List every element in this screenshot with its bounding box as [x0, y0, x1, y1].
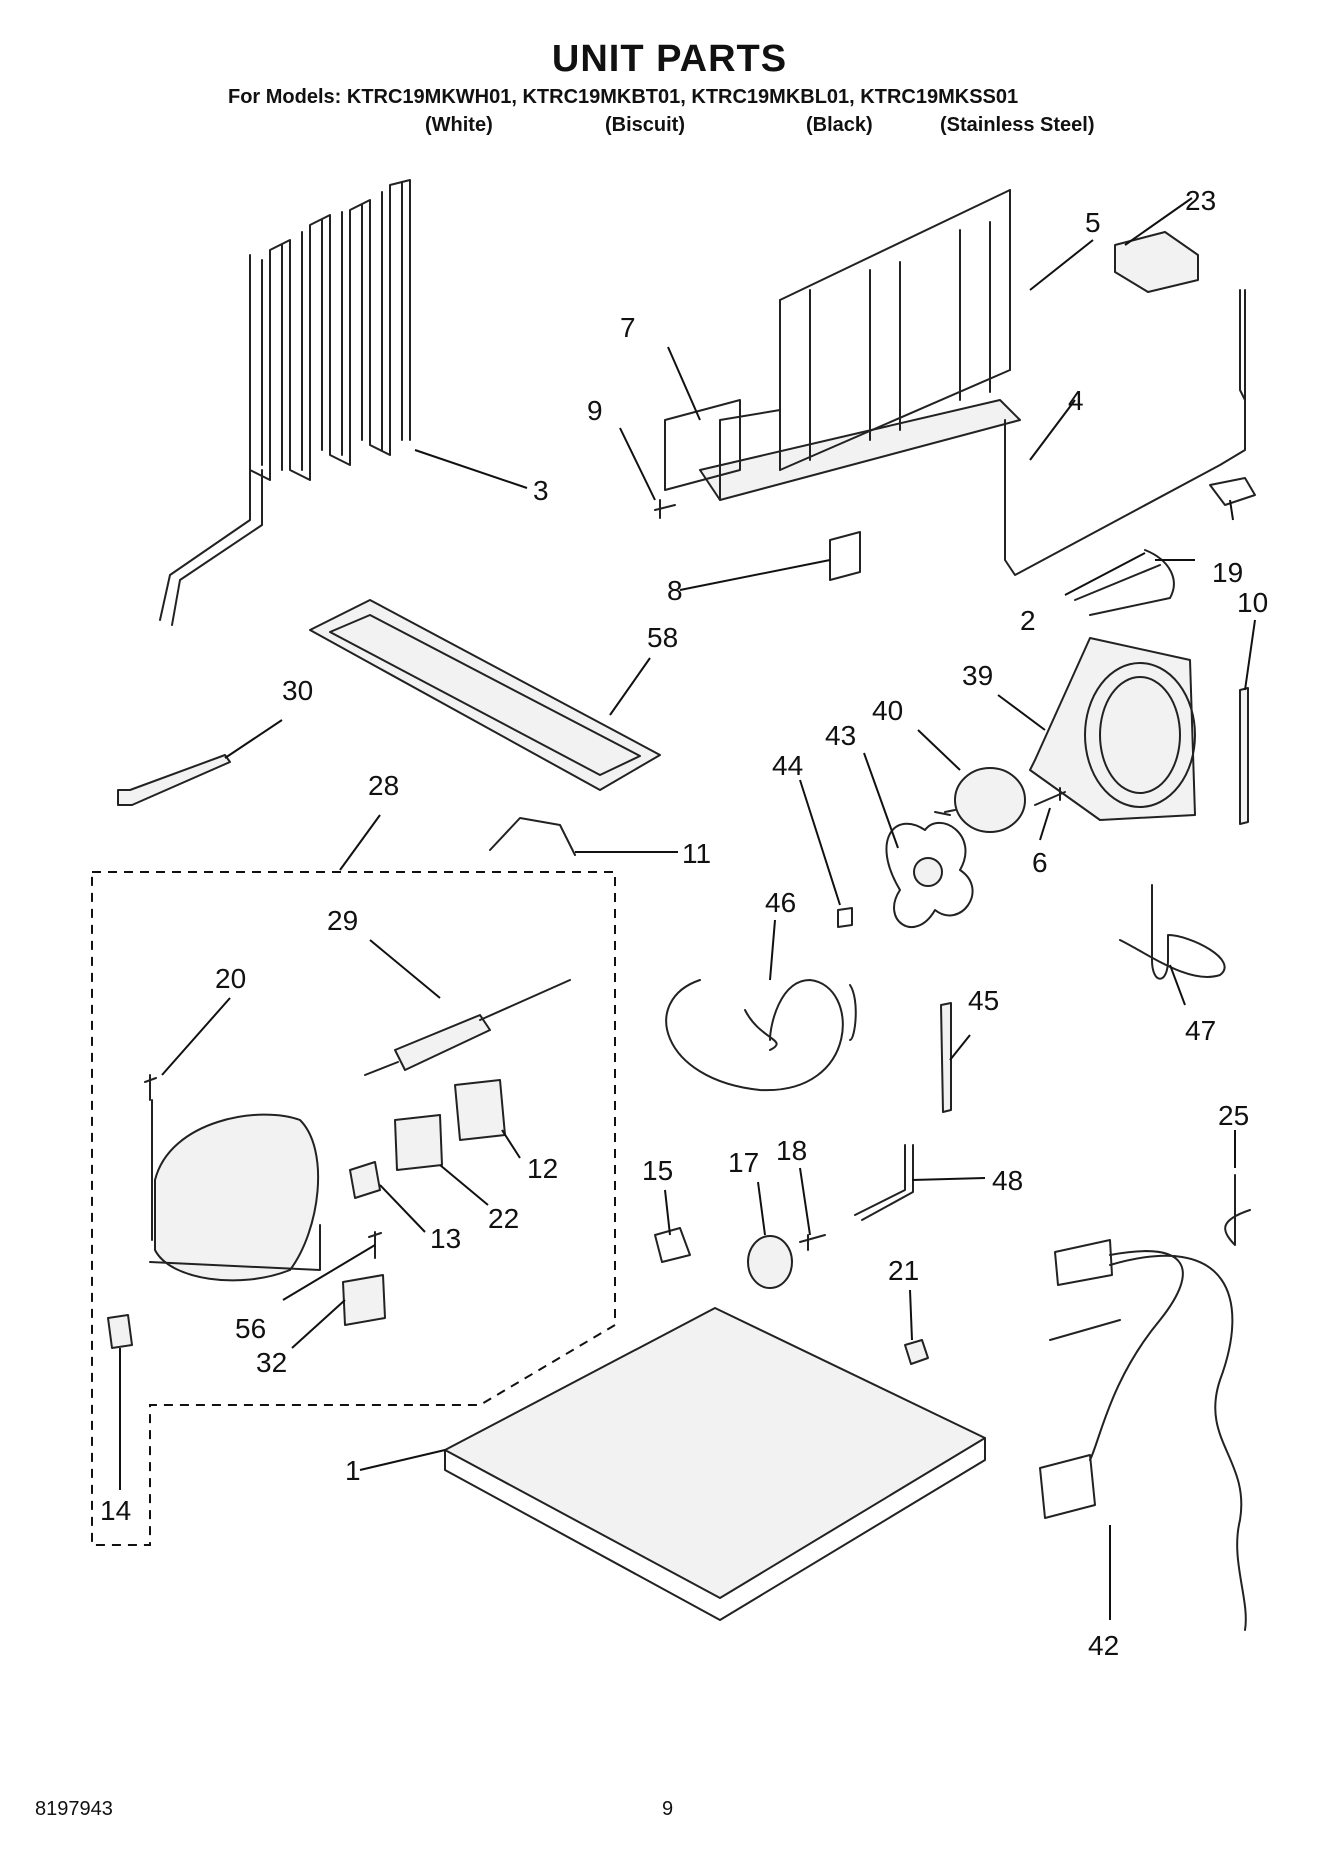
callout-4: 4 [1068, 385, 1084, 416]
drain-pan-part [309, 599, 661, 791]
overload-protector-part [394, 1114, 443, 1171]
cable-tie-part [117, 754, 231, 806]
start-relay-part [454, 1079, 506, 1141]
callout-48: 48 [992, 1165, 1023, 1196]
callout-1: 1 [345, 1455, 361, 1486]
callout-25: 25 [1218, 1100, 1249, 1131]
strip-part [1239, 687, 1249, 825]
condenser-coil-part [159, 179, 411, 626]
clip-part [829, 531, 861, 581]
roller-pin-part [799, 1234, 826, 1251]
callout-44: 44 [772, 750, 803, 781]
color-stainless-steel: (Stainless Steel) [940, 114, 1095, 136]
callout-45: 45 [968, 985, 999, 1016]
tubing-part [665, 979, 857, 1092]
callout-40: 40 [872, 695, 903, 726]
callout-46: 46 [765, 887, 796, 918]
callout-32: 32 [256, 1347, 287, 1378]
page-number: 9 [662, 1798, 674, 1820]
callout-10: 10 [1237, 587, 1268, 618]
callout-13: 13 [430, 1223, 461, 1254]
color-white: (White) [425, 114, 493, 136]
thermistor-clip-part [1209, 477, 1256, 506]
roller-part [747, 1235, 793, 1289]
color-black: (Black) [806, 114, 873, 136]
thermistor-part [1004, 289, 1246, 576]
compressor-part [149, 1113, 321, 1282]
fan-shroud-part [1029, 637, 1196, 821]
callout-20: 20 [215, 963, 246, 994]
callout-11: 11 [682, 838, 711, 869]
color-biscuit: (Biscuit) [605, 114, 685, 136]
callout-30: 30 [282, 675, 313, 706]
fan-blade-part [885, 821, 974, 929]
callout-18: 18 [776, 1135, 807, 1166]
callout-39: 39 [962, 660, 993, 691]
cap-part [1114, 231, 1199, 293]
callout-3: 3 [533, 475, 549, 506]
callout-5: 5 [1085, 207, 1101, 238]
evaporator-part [699, 189, 1021, 501]
capacitor-part [342, 1274, 386, 1326]
callout-19: 19 [1212, 557, 1243, 588]
callout-9: 9 [587, 395, 603, 426]
fan-clip-part [837, 907, 853, 928]
callout-47: 47 [1185, 1015, 1216, 1046]
models-line: For Models: KTRC19MKWH01, KTRC19MKBT01, … [228, 86, 1019, 108]
callout-29: 29 [327, 905, 358, 936]
filter-drier-part [394, 1014, 491, 1071]
callout-15: 15 [642, 1155, 673, 1186]
callout-2: 2 [1020, 605, 1036, 636]
pin-part [940, 1002, 952, 1113]
heater-wire-part [1074, 549, 1175, 616]
callout-42: 42 [1088, 1630, 1119, 1661]
compressor-kit-outline [91, 871, 616, 1546]
document-number: 8197943 [35, 1798, 113, 1820]
callout-28: 28 [368, 770, 399, 801]
capillary-tube-part [1119, 884, 1226, 980]
base-pan-part [444, 1307, 986, 1621]
callout-21: 21 [888, 1255, 919, 1286]
page-title: UNIT PARTS [551, 38, 788, 80]
wire-clip-part [489, 817, 576, 856]
callout-14: 14 [100, 1495, 131, 1526]
callout-17: 17 [728, 1147, 759, 1178]
screw-part [654, 499, 676, 519]
grommet-part [107, 1314, 133, 1349]
callout-58: 58 [647, 622, 678, 653]
fan-motor-part [934, 767, 1026, 833]
callout-23: 23 [1185, 185, 1216, 216]
leader-lines [119, 197, 1256, 1620]
evaporator-bracket-part [664, 399, 741, 491]
callout-6: 6 [1032, 847, 1048, 878]
terminal-cover-part [349, 1161, 381, 1199]
motor-screw-part [1034, 787, 1066, 806]
callout-labels: 1 2 3 4 5 6 7 8 9 10 11 12 13 14 15 17 1… [100, 185, 1268, 1661]
wiring-harness-part [1039, 1174, 1251, 1631]
callout-8: 8 [667, 575, 683, 606]
bracket-part [654, 1227, 691, 1263]
nut-part [904, 1339, 929, 1365]
ground-screw-part [144, 1074, 157, 1241]
callout-43: 43 [825, 720, 856, 751]
callout-12: 12 [527, 1153, 558, 1184]
callout-22: 22 [488, 1203, 519, 1234]
tube-part [854, 1144, 914, 1221]
callout-56: 56 [235, 1313, 266, 1344]
callout-7: 7 [620, 312, 636, 343]
